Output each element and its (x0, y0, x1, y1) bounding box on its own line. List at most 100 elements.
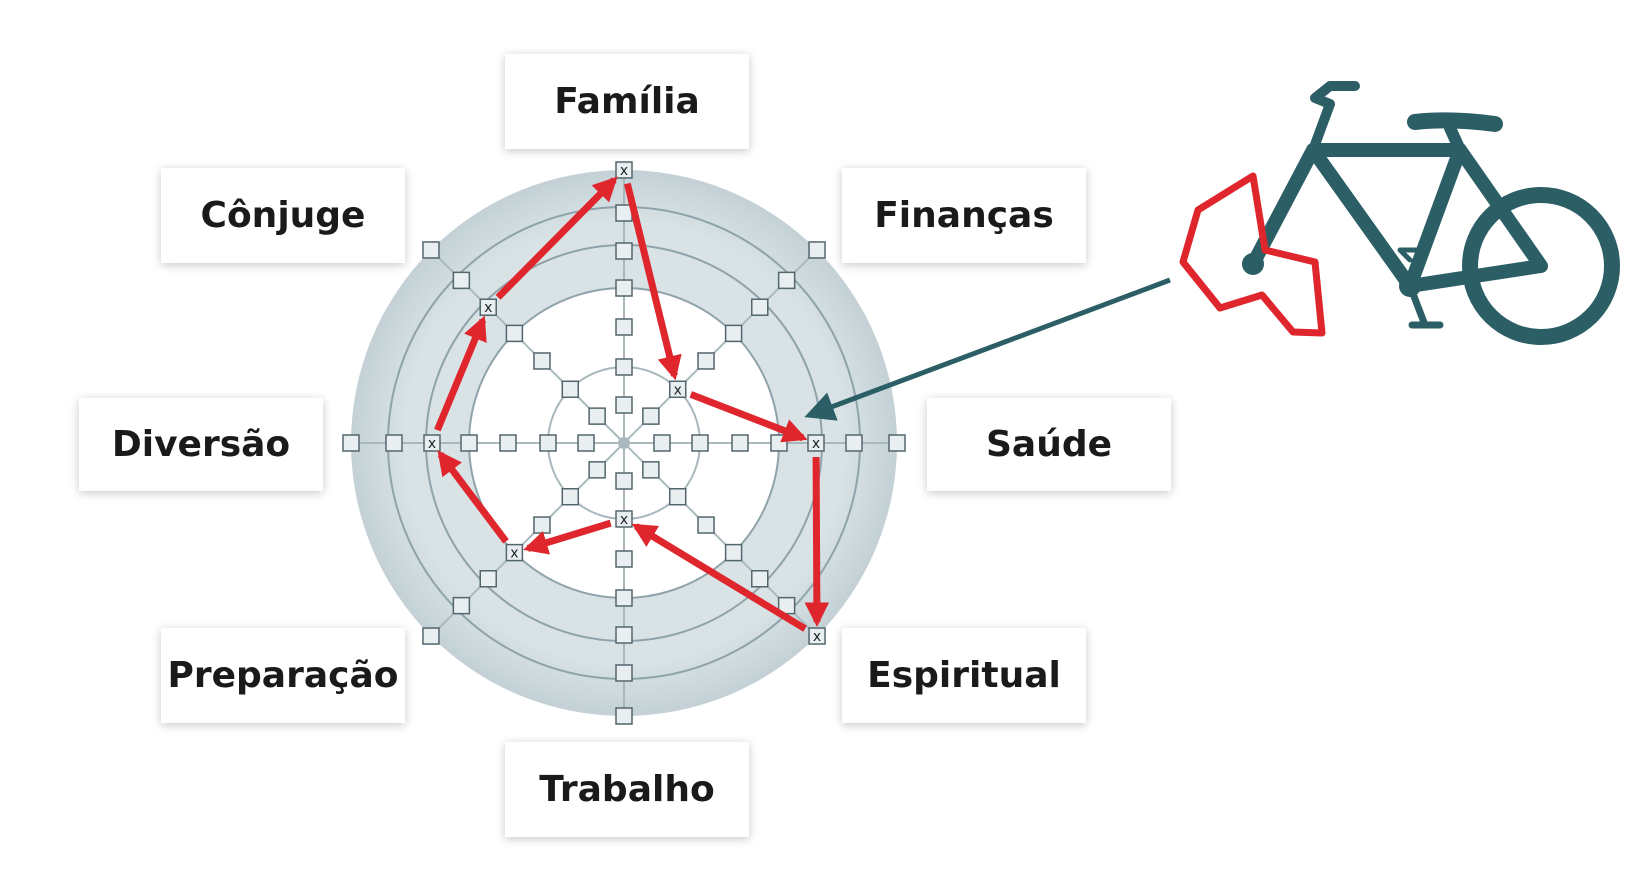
cell-preparacao-3[interactable] (533, 516, 551, 534)
cell-preparacao-2[interactable] (561, 487, 580, 506)
cell-trabalho-3[interactable] (615, 550, 633, 568)
cell-conjuge-1[interactable] (588, 407, 606, 425)
cell-trabalho-6[interactable] (615, 664, 633, 682)
cell-saude-5[interactable]: x (807, 434, 825, 452)
cell-diversao-1[interactable] (577, 434, 595, 452)
cell-preparacao-6[interactable] (452, 596, 471, 615)
cell-diversao-4[interactable] (460, 434, 478, 452)
cell-familia-7[interactable]: x (615, 161, 633, 179)
cell-box (539, 434, 557, 452)
cell-familia-3[interactable] (615, 318, 633, 336)
cell-conjuge-7[interactable] (422, 241, 440, 259)
cell-diversao-5[interactable]: x (423, 434, 441, 452)
cell-box (845, 434, 863, 452)
label-text: Finanças (874, 195, 1054, 236)
cell-box (615, 396, 633, 414)
red-front-wheel-shape (1179, 172, 1326, 337)
label-text: Preparação (167, 655, 399, 696)
cell-box (615, 242, 633, 260)
cell-box (642, 461, 660, 479)
cell-familia-5[interactable] (615, 242, 633, 260)
cell-box (724, 543, 743, 562)
cell-box (668, 380, 687, 399)
cell-conjuge-6[interactable] (452, 271, 471, 290)
cell-conjuge-4[interactable] (505, 324, 524, 343)
cell-box (615, 161, 633, 179)
label-preparacao: Preparação (161, 628, 405, 723)
cell-diversao-3[interactable] (499, 434, 517, 452)
center-dot (618, 437, 630, 449)
arrow-financas-to-saude (689, 391, 808, 443)
cell-box (751, 570, 769, 588)
cell-financas-6[interactable] (777, 271, 796, 290)
cell-financas-1[interactable] (642, 407, 660, 425)
bicycle-icon (1242, 81, 1620, 345)
cell-trabalho-5[interactable] (615, 626, 633, 644)
label-conjuge: Cônjuge (161, 168, 405, 263)
cell-box (342, 434, 360, 452)
cell-trabalho-1[interactable] (615, 472, 633, 490)
cell-saude-6[interactable] (845, 434, 863, 452)
label-text: Cônjuge (200, 195, 366, 236)
cell-espiritual-4[interactable] (724, 543, 743, 562)
cell-mark: x (812, 436, 820, 452)
cell-box (807, 434, 825, 452)
cell-familia-4[interactable] (615, 279, 633, 297)
cell-preparacao-7[interactable] (422, 627, 440, 645)
label-espiritual: Espiritual (842, 628, 1086, 723)
cell-box (808, 241, 826, 259)
cell-diversao-6[interactable] (385, 434, 403, 452)
cell-saude-2[interactable] (691, 434, 709, 452)
cell-box (588, 407, 606, 425)
cell-box (505, 543, 524, 562)
cell-mark: x (484, 300, 492, 316)
cell-box (615, 358, 633, 376)
cell-espiritual-7[interactable]: x (808, 627, 826, 645)
cell-espiritual-3[interactable] (697, 516, 715, 534)
cell-preparacao-5[interactable] (479, 570, 497, 588)
cell-preparacao-1[interactable] (588, 461, 606, 479)
cell-espiritual-2[interactable] (668, 487, 687, 506)
cell-saude-1[interactable] (653, 434, 671, 452)
cell-conjuge-5[interactable]: x (479, 298, 497, 316)
cell-box (888, 434, 906, 452)
label-saude: Saúde (927, 398, 1171, 491)
cell-financas-7[interactable] (808, 241, 826, 259)
cell-saude-3[interactable] (731, 434, 749, 452)
cell-financas-4[interactable] (724, 324, 743, 343)
cell-conjuge-2[interactable] (561, 380, 580, 399)
cell-box (615, 510, 633, 528)
cell-box (479, 570, 497, 588)
cell-familia-1[interactable] (615, 396, 633, 414)
cell-financas-3[interactable] (697, 352, 715, 370)
cell-saude-4[interactable] (770, 434, 788, 452)
cell-espiritual-1[interactable] (642, 461, 660, 479)
cell-saude-7[interactable] (888, 434, 906, 452)
cell-financas-5[interactable] (751, 298, 769, 316)
cell-trabalho-2[interactable]: x (615, 510, 633, 528)
cell-trabalho-7[interactable] (615, 707, 633, 725)
cell-diversao-7[interactable] (342, 434, 360, 452)
arrow-trabalho-to-preparacao (523, 519, 612, 555)
cell-box (505, 324, 524, 343)
cell-financas-2[interactable]: x (668, 380, 687, 399)
cell-mark: x (428, 436, 436, 452)
cell-box (479, 298, 497, 316)
cell-conjuge-3[interactable] (533, 352, 551, 370)
pointer-arrow (804, 277, 1171, 421)
cell-espiritual-5[interactable] (751, 570, 769, 588)
cell-familia-2[interactable] (615, 358, 633, 376)
label-text: Trabalho (539, 769, 715, 810)
label-text: Diversão (111, 424, 291, 465)
cell-box (452, 271, 471, 290)
cell-box (615, 550, 633, 568)
cell-box (615, 664, 633, 682)
cell-trabalho-4[interactable] (615, 589, 633, 607)
cell-preparacao-4[interactable]: x (505, 543, 524, 562)
cell-box (808, 627, 826, 645)
cell-box (777, 271, 796, 290)
cell-box (533, 516, 551, 534)
cell-mark: x (620, 512, 628, 528)
cell-diversao-2[interactable] (539, 434, 557, 452)
